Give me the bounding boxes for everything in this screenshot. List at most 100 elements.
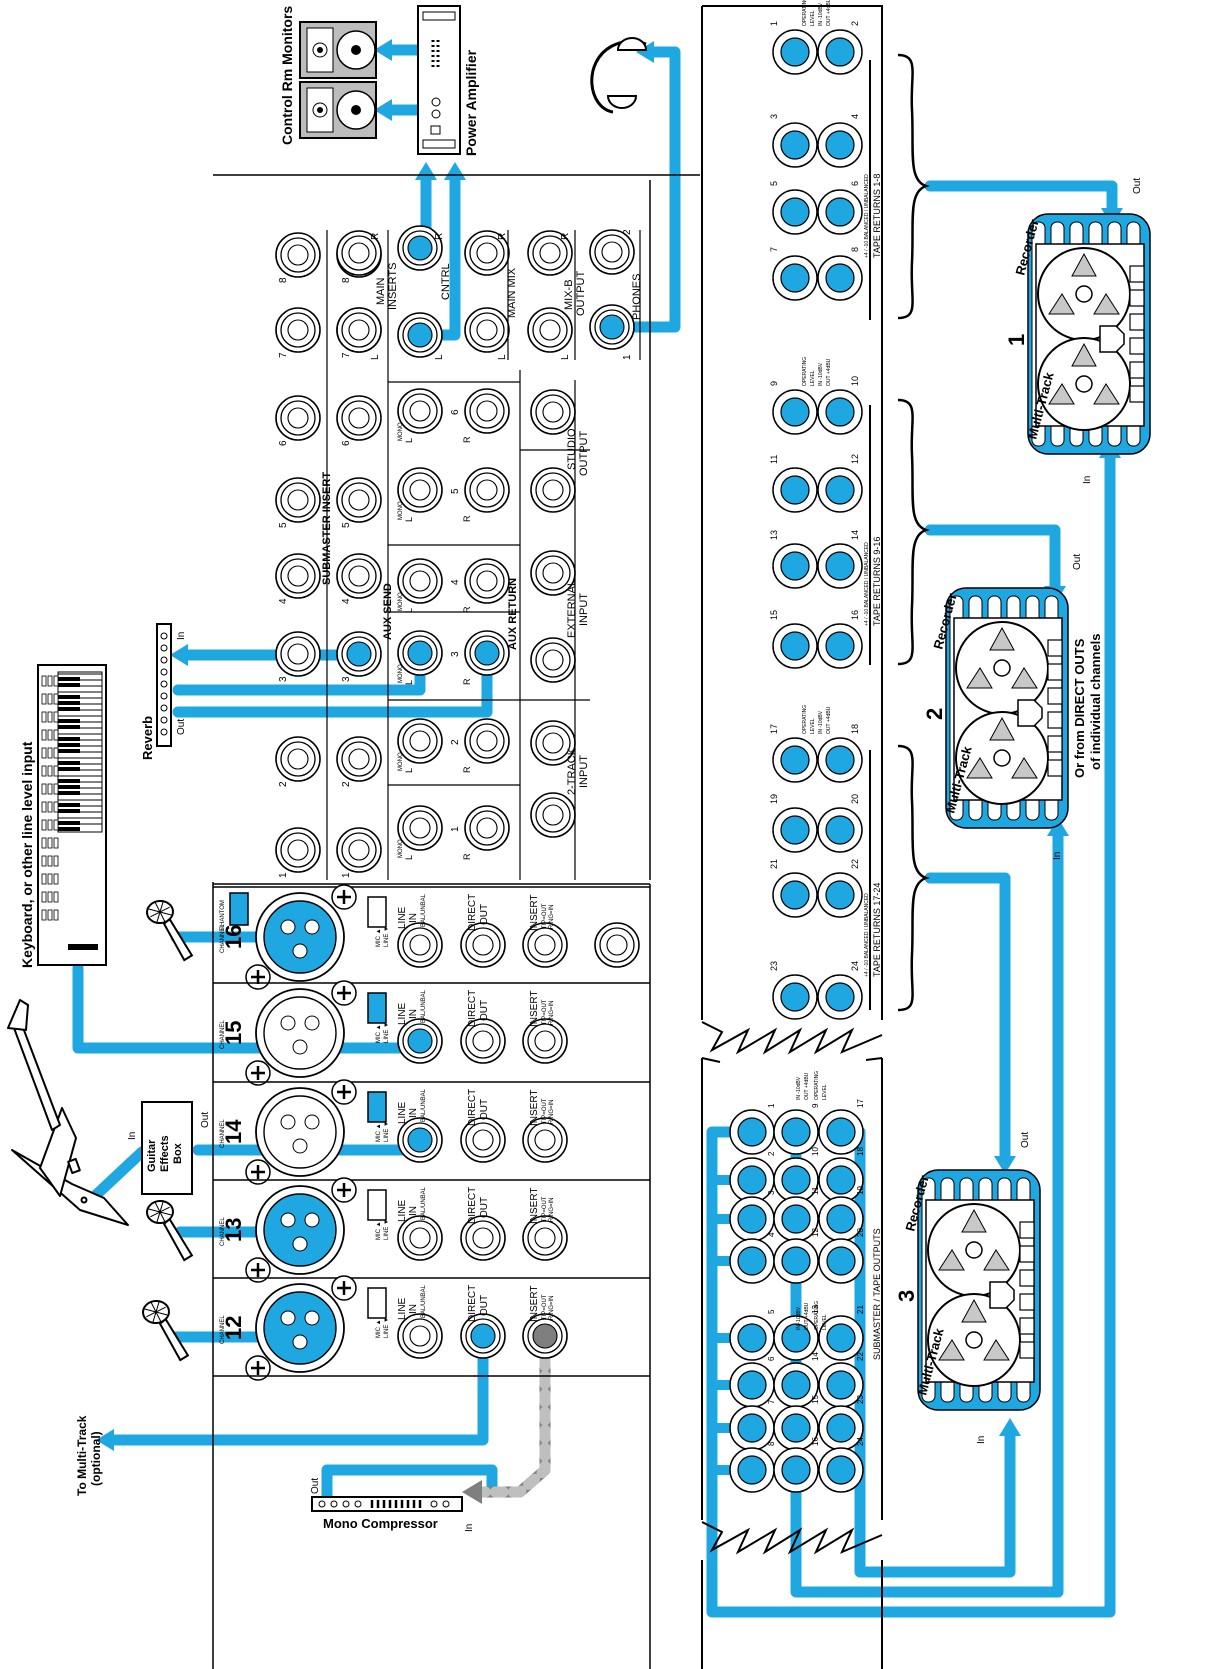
submaster-insert-jack-2[interactable] bbox=[276, 737, 320, 781]
tape-output-jack-5[interactable] bbox=[730, 1316, 774, 1360]
tape-return-jack-19[interactable] bbox=[773, 808, 817, 852]
main-insert-l[interactable] bbox=[337, 308, 381, 352]
phones-1[interactable] bbox=[590, 305, 634, 349]
tape-output-jack-20[interactable] bbox=[819, 1239, 863, 1283]
transport-button[interactable] bbox=[1130, 290, 1144, 306]
tape-return-jack-2[interactable] bbox=[818, 30, 862, 74]
transport-button[interactable] bbox=[1020, 1246, 1034, 1262]
mix-b-l[interactable] bbox=[528, 308, 572, 352]
phones-2[interactable] bbox=[590, 230, 634, 274]
transport-button[interactable] bbox=[1130, 362, 1144, 378]
aux-send-jack-2[interactable] bbox=[337, 737, 381, 781]
aux-return-l-2[interactable] bbox=[398, 719, 442, 763]
main-mix-l[interactable] bbox=[465, 308, 509, 352]
tape-output-jack-8[interactable] bbox=[730, 1448, 774, 1492]
tape-output-jack-16[interactable] bbox=[774, 1448, 818, 1492]
aux-return-l-6[interactable] bbox=[398, 389, 442, 433]
aux-return-l-5[interactable] bbox=[398, 468, 442, 512]
tape-return-jack-16[interactable] bbox=[818, 624, 862, 668]
aux-send-jack-6[interactable] bbox=[337, 396, 381, 440]
tape-return-jack-18[interactable] bbox=[818, 738, 862, 782]
xlr-mic-input[interactable] bbox=[256, 893, 344, 981]
submaster-insert-jack-4[interactable] bbox=[276, 554, 320, 598]
aux-return-r-3[interactable] bbox=[465, 631, 509, 675]
tape-return-jack-10[interactable] bbox=[818, 390, 862, 434]
tape-return-jack-6[interactable] bbox=[818, 190, 862, 234]
transport-button[interactable] bbox=[1020, 1342, 1034, 1358]
submaster-insert-jack-5[interactable] bbox=[276, 478, 320, 522]
transport-button[interactable] bbox=[1130, 314, 1144, 330]
xlr-mic-input[interactable] bbox=[256, 989, 344, 1077]
xlr-mic-input[interactable] bbox=[256, 1186, 344, 1274]
tape-output-jack-12[interactable] bbox=[774, 1239, 818, 1283]
tape-return-jack-24[interactable] bbox=[818, 975, 862, 1019]
transport-button[interactable] bbox=[1048, 712, 1062, 728]
tape-return-jack-12[interactable] bbox=[818, 468, 862, 512]
transport-button[interactable] bbox=[1020, 1318, 1034, 1334]
transport-button[interactable] bbox=[1020, 1270, 1034, 1286]
aux-return-r-4[interactable] bbox=[465, 559, 509, 603]
tape-return-jack-3[interactable] bbox=[773, 123, 817, 167]
mic-line-switch[interactable] bbox=[368, 897, 386, 927]
jack-number: 4 bbox=[341, 598, 352, 604]
transport-button[interactable] bbox=[1130, 386, 1144, 402]
tape-return-jack-8[interactable] bbox=[818, 256, 862, 300]
submaster-insert-jack-7[interactable] bbox=[276, 308, 320, 352]
transport-button[interactable] bbox=[1130, 338, 1144, 354]
submaster-insert-jack-8[interactable] bbox=[276, 233, 320, 277]
tape-return-jack-11[interactable] bbox=[773, 468, 817, 512]
tape-return-jack-20[interactable] bbox=[818, 808, 862, 852]
transport-button[interactable] bbox=[1020, 1222, 1034, 1238]
submaster-insert-jack-6[interactable] bbox=[276, 396, 320, 440]
external-input-l[interactable] bbox=[531, 638, 575, 682]
tape-return-jack-14[interactable] bbox=[818, 544, 862, 588]
transport-button[interactable] bbox=[1048, 736, 1062, 752]
tape-return-jack-9[interactable] bbox=[773, 390, 817, 434]
aux-send-jack-3[interactable] bbox=[337, 632, 381, 676]
phantom-switch[interactable] bbox=[230, 893, 248, 925]
cntrl-l[interactable] bbox=[398, 313, 442, 357]
aux-return-r-2[interactable] bbox=[465, 719, 509, 763]
transport-button[interactable] bbox=[1048, 760, 1062, 776]
transport-button[interactable] bbox=[1048, 688, 1062, 704]
tape-return-jack-22[interactable] bbox=[818, 873, 862, 917]
studio-output-l[interactable] bbox=[531, 468, 575, 512]
tape-output-jack-4[interactable] bbox=[730, 1239, 774, 1283]
transport-button[interactable] bbox=[1020, 1294, 1034, 1310]
aux-return-r-5[interactable] bbox=[465, 468, 509, 512]
mic-line-switch[interactable] bbox=[368, 1092, 386, 1122]
tape-output-jack-24[interactable] bbox=[819, 1448, 863, 1492]
aux-send-jack-4[interactable] bbox=[337, 554, 381, 598]
aux-return-r-1[interactable] bbox=[465, 806, 509, 850]
tape-return-jack-17[interactable] bbox=[773, 738, 817, 782]
transport-button[interactable] bbox=[1048, 664, 1062, 680]
transport-button[interactable] bbox=[1130, 266, 1144, 282]
cntrl-r[interactable] bbox=[398, 226, 442, 270]
submaster-insert-jack-1[interactable] bbox=[276, 828, 320, 872]
tape-return-jack-21[interactable] bbox=[773, 873, 817, 917]
tape-return-jack-4[interactable] bbox=[818, 123, 862, 167]
studio-output-r[interactable] bbox=[531, 390, 575, 434]
tape-output-jack-1[interactable] bbox=[730, 1110, 774, 1154]
submaster-insert-jack-3[interactable] bbox=[276, 632, 320, 676]
two-track-l[interactable] bbox=[531, 793, 575, 837]
xlr-mic-input[interactable] bbox=[256, 1088, 344, 1176]
aux-return-l-1[interactable] bbox=[398, 806, 442, 850]
aux-return-l-3[interactable] bbox=[398, 631, 442, 675]
tape-return-jack-23[interactable] bbox=[773, 975, 817, 1019]
aux-return-r-6[interactable] bbox=[465, 389, 509, 433]
tape-return-jack-13[interactable] bbox=[773, 544, 817, 588]
transport-button[interactable] bbox=[1048, 640, 1062, 656]
aux-send-jack-1[interactable] bbox=[337, 828, 381, 872]
mic-line-switch[interactable] bbox=[368, 1288, 386, 1318]
aux-send-jack-5[interactable] bbox=[337, 478, 381, 522]
xlr-mic-input[interactable] bbox=[256, 1284, 344, 1372]
mic-line-switch[interactable] bbox=[368, 993, 386, 1023]
mic-line-switch[interactable] bbox=[368, 1190, 386, 1220]
aux-return-l-4[interactable] bbox=[398, 559, 442, 603]
tape-return-jack-1[interactable] bbox=[773, 30, 817, 74]
tape-return-jack-15[interactable] bbox=[773, 624, 817, 668]
tape-return-jack-7[interactable] bbox=[773, 256, 817, 300]
spare-jack[interactable] bbox=[595, 923, 639, 967]
tape-return-jack-5[interactable] bbox=[773, 190, 817, 234]
